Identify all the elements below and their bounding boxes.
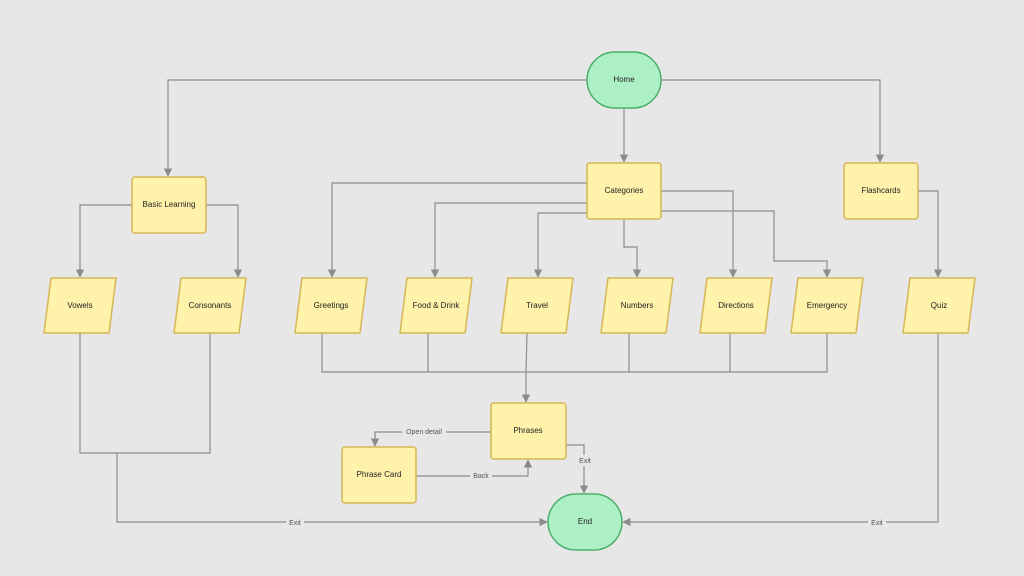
node-flashcards[interactable]: Flashcards <box>843 162 919 220</box>
node-phrase-card-label: Phrase Card <box>357 470 402 479</box>
edge-label-exit-phrases: Exit <box>579 458 591 465</box>
node-basic-learning-label: Basic Learning <box>143 200 196 209</box>
node-numbers[interactable]: Numbers <box>600 277 674 334</box>
node-quiz-label: Quiz <box>931 301 947 310</box>
edge-merge-line <box>321 333 828 373</box>
edge-categories-directions <box>661 190 738 278</box>
node-phrases-label: Phrases <box>513 426 542 435</box>
edge-phrases-phrase-card <box>370 431 491 447</box>
node-greetings-label: Greetings <box>314 301 349 310</box>
edge-label-back: Back <box>473 473 489 480</box>
node-emergency-label: Emergency <box>807 301 847 310</box>
edge-left-end <box>116 453 548 527</box>
edge-travel-phrases <box>521 332 531 403</box>
edge-label-exit-right: Exit <box>871 520 883 527</box>
edge-categories-emergency <box>661 210 832 278</box>
node-food-drink-label: Food & Drink <box>413 301 461 310</box>
node-directions[interactable]: Directions <box>699 277 773 334</box>
node-end[interactable]: End <box>547 493 623 551</box>
edge-home-basic-learning <box>163 79 587 177</box>
node-categories[interactable]: Categories <box>586 162 662 220</box>
node-basic-learning[interactable]: Basic Learning <box>131 176 207 234</box>
node-categories-label: Categories <box>605 186 644 195</box>
edge-basic-vowels <box>75 204 132 278</box>
edge-phrases-end <box>566 444 589 494</box>
edge-categories-greetings <box>327 182 587 278</box>
node-flashcards-label: Flashcards <box>861 186 900 195</box>
edge-quiz-end <box>622 333 939 527</box>
edge-vowels-consonants-merge <box>79 333 211 454</box>
edge-basic-consonants <box>206 204 243 278</box>
node-consonants[interactable]: Consonants <box>173 277 247 334</box>
edge-label-exit-left: Exit <box>289 520 301 527</box>
edge-label-open-detail: Open detail <box>406 429 442 436</box>
node-quiz[interactable]: Quiz <box>902 277 976 334</box>
node-travel-label: Travel <box>526 301 548 310</box>
edge-categories-travel <box>533 212 600 278</box>
node-end-label: End <box>578 517 592 526</box>
node-greetings[interactable]: Greetings <box>294 277 368 334</box>
edge-flashcards-quiz <box>918 190 943 278</box>
node-home[interactable]: Home <box>586 51 662 109</box>
edge-categories-food-drink <box>430 202 587 278</box>
node-home-label: Home <box>613 75 635 84</box>
edge-phrase-card-phrases <box>416 459 533 477</box>
node-phrases[interactable]: Phrases <box>490 402 567 460</box>
node-emergency[interactable]: Emergency <box>790 277 864 334</box>
node-travel[interactable]: Travel <box>500 277 574 334</box>
node-vowels[interactable]: Vowels <box>43 277 117 334</box>
node-vowels-label: Vowels <box>67 301 92 310</box>
edge-home-flashcards <box>661 79 885 163</box>
node-food-drink[interactable]: Food & Drink <box>399 277 473 334</box>
edge-categories-numbers <box>623 220 642 278</box>
node-numbers-label: Numbers <box>621 301 653 310</box>
node-directions-label: Directions <box>718 301 754 310</box>
node-phrase-card[interactable]: Phrase Card <box>341 446 417 504</box>
node-consonants-label: Consonants <box>189 301 232 310</box>
